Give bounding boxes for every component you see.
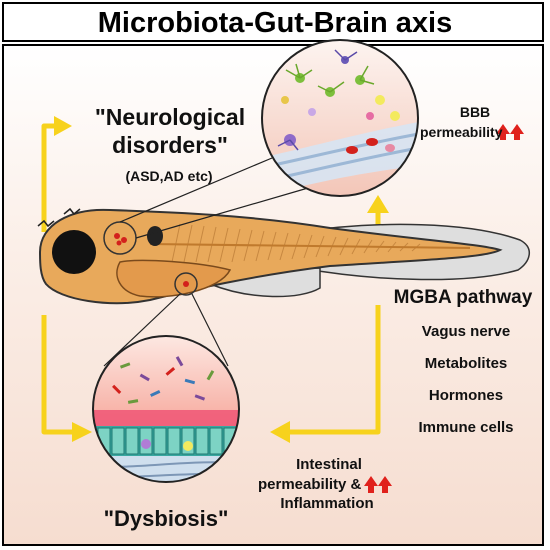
pathway-item-metabolites: Metabolites — [424, 355, 508, 372]
pathway-heading: MGBA pathway — [393, 287, 533, 308]
fish-yolk — [116, 259, 232, 298]
brain-connector-1 — [119, 157, 273, 223]
brain-spot-1 — [114, 233, 120, 239]
pathway-item-immune: Immune cells — [418, 419, 514, 436]
diagram-title: Microbiota-Gut-Brain axis — [97, 7, 453, 39]
intestinal-label-line2: permeability & — [258, 476, 362, 493]
bbb-label-line2: permeability — [420, 124, 503, 140]
arrowhead-to-gut — [72, 422, 92, 442]
fish-brain-region — [103, 221, 137, 255]
pathway-item-vagus: Vagus nerve — [421, 323, 511, 340]
neuro-examples: (ASD,AD etc) — [125, 168, 213, 184]
wiggle-line-2 — [63, 207, 81, 216]
gut-magnification — [92, 335, 240, 483]
gut-connector-2 — [191, 293, 229, 367]
wiggle-line-1 — [37, 219, 55, 228]
fish-gut-region — [174, 272, 198, 296]
fish-otic — [147, 226, 163, 246]
intestinal-label-line1: Intestinal — [296, 456, 362, 473]
pathway-item-hormones: Hormones — [428, 387, 504, 404]
brain-spot-3 — [116, 240, 122, 246]
dysbiosis-label: "Dysbiosis" — [103, 506, 229, 531]
arrowhead-to-brain — [367, 195, 389, 213]
gut-spot — [183, 281, 189, 287]
fish-notochord — [149, 243, 471, 249]
intestinal-label-line3: Inflammation — [280, 495, 374, 512]
bbb-up-arrows — [496, 124, 524, 140]
neuro-label-line2: disorders" — [112, 132, 228, 158]
arrowhead-to-gut-right — [270, 421, 290, 443]
title-box: Microbiota-Gut-Brain axis — [2, 2, 544, 42]
neuro-label-line1: "Neurological — [94, 104, 246, 130]
left-arrow-loop — [41, 123, 72, 435]
fish-eye — [52, 230, 96, 274]
bbb-label-line1: BBB — [459, 104, 491, 120]
arrowhead-to-neuro — [54, 116, 72, 136]
brain-magnification — [261, 39, 419, 197]
brain-spot-2 — [121, 237, 127, 243]
brain-connector-2 — [135, 187, 309, 239]
intestinal-up-arrows — [364, 476, 392, 493]
